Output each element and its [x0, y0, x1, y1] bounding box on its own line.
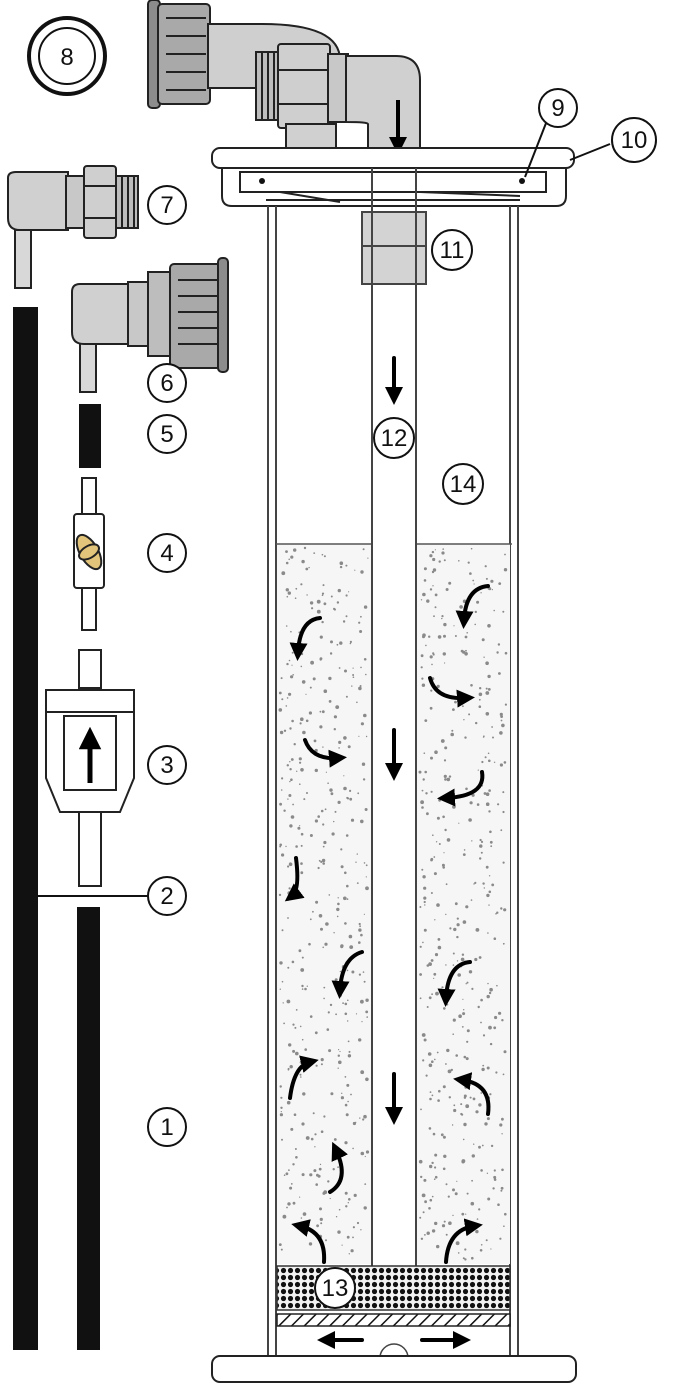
callout-11: 11: [431, 229, 473, 271]
callout-14: 14: [442, 463, 484, 505]
coupling-11: [361, 211, 427, 285]
long-hose: [13, 307, 38, 1350]
curved-arrow-icon: [331, 950, 364, 999]
callout-1: 1: [147, 1107, 187, 1147]
reactor-lid-10: [211, 147, 575, 207]
elbow-fitting-7: [7, 165, 139, 289]
reactor-media-left: [277, 544, 372, 1264]
curved-arrow-icon: [288, 1055, 319, 1100]
o-ring-9: [519, 178, 525, 184]
leader-9: [524, 117, 549, 178]
callout-12: 12: [373, 417, 415, 459]
svg-text:12: 12: [381, 425, 408, 452]
callout-13: 13: [314, 1267, 356, 1309]
svg-text:14: 14: [450, 471, 477, 498]
svg-text:5: 5: [160, 421, 173, 448]
curved-arrow-icon: [284, 856, 305, 902]
callout-7: 7: [147, 185, 187, 225]
short-hose: [77, 907, 100, 1350]
media-particles: [278, 546, 508, 1261]
svg-text:10: 10: [621, 127, 648, 154]
callout-8: 8: [60, 44, 73, 71]
valve-4: [73, 477, 105, 631]
curved-arrow-icon: [328, 1141, 348, 1194]
curved-arrow-icon: [289, 616, 322, 661]
svg-text:13: 13: [322, 1275, 349, 1302]
svg-text:8: 8: [60, 44, 73, 71]
center-tube-12: [371, 168, 417, 1268]
callout-2: 2: [147, 876, 187, 916]
curved-arrow-icon: [444, 1218, 483, 1264]
curved-arrow-icon: [428, 676, 475, 708]
svg-text:6: 6: [160, 370, 173, 397]
svg-text:9: 9: [551, 95, 564, 122]
svg-text:11: 11: [440, 237, 465, 264]
leader-10: [569, 143, 611, 161]
curved-arrow-icon: [437, 770, 485, 807]
curved-arrow-icon: [453, 1072, 491, 1116]
callout-3: 3: [147, 745, 187, 785]
callout-10: 10: [611, 117, 657, 163]
callout-9: 9: [538, 88, 578, 128]
symbol-8: [27, 16, 107, 96]
callout-5: 5: [147, 414, 187, 454]
base-plate-hatch: [276, 1313, 511, 1327]
curved-arrow-icon: [455, 584, 490, 629]
elbow-fitting-6: [71, 257, 229, 393]
svg-text:3: 3: [160, 752, 173, 779]
top-elbow-connector: [147, 0, 421, 149]
sieve-plate-13: [276, 1265, 511, 1311]
svg-text:7: 7: [160, 192, 173, 219]
reactor-base: [211, 1355, 577, 1383]
bottom-outlet: [379, 1343, 409, 1359]
callout-6: 6: [147, 363, 187, 403]
callout-4: 4: [147, 533, 187, 573]
curved-arrow-icon: [437, 960, 472, 1007]
svg-text:1: 1: [160, 1114, 173, 1141]
hose-piece-5: [79, 404, 101, 468]
curved-arrow-icon: [303, 738, 347, 768]
svg-text:4: 4: [160, 540, 173, 567]
gasket-dot: [259, 178, 265, 184]
curved-arrow-icon: [291, 1219, 327, 1264]
svg-text:2: 2: [160, 883, 173, 910]
flow-arrows: [284, 356, 491, 1349]
